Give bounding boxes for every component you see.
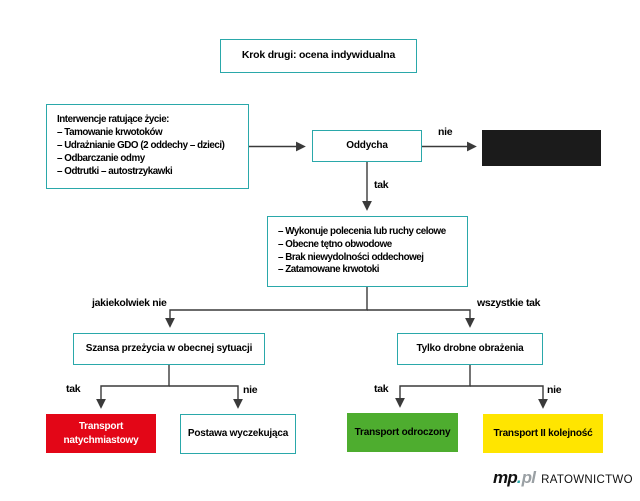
mp-pl-ratownictwo-logo: mp . pl RATOWNICTWO — [493, 468, 633, 488]
node-black-category — [482, 130, 601, 166]
edge-label-breathing-no: nie — [438, 126, 453, 138]
logo-brand-text: RATOWNICTWO — [541, 474, 633, 486]
edge-label-breathing-yes: tak — [374, 179, 389, 191]
node-minor-injuries-label: Tylko drobne obrażenia — [416, 343, 524, 355]
node-transport-delayed: Transport odroczony — [347, 413, 458, 452]
node-minor-injuries: Tylko drobne obrażenia — [397, 333, 543, 365]
node-step-two-label: Krok drugi: ocena indywidualna — [241, 49, 396, 62]
interventions-title: Interwencje ratujące życie: — [57, 114, 169, 126]
edge-label-survival-yes: tak — [66, 383, 81, 395]
criteria-item: – Zatamowane krwotoki — [278, 264, 380, 276]
node-step-two-title: Krok drugi: ocena indywidualna — [220, 39, 417, 73]
node-survival-chance-label: Szansa przeżycia w obecnej sytuacji — [85, 343, 253, 355]
node-transport-immediate: Transport natychmiastowy — [46, 414, 156, 453]
node-transport-second-priority-label: Transport II kolejność — [493, 427, 593, 439]
edge-label-minor-no: nie — [547, 384, 562, 396]
logo-pl-text: pl — [521, 468, 536, 487]
node-breathing: Oddycha — [312, 130, 422, 162]
logo-dot: . — [516, 468, 522, 487]
node-transport-second-priority: Transport II kolejność — [483, 414, 603, 453]
edge-label-any-no: jakiekolwiek nie — [92, 297, 167, 309]
interventions-item: – Odtrutki – autostrzykawki — [57, 165, 173, 177]
node-breathing-label: Oddycha — [346, 140, 388, 152]
interventions-item: – Udrażnianie GDO (2 oddechy – dzieci) — [57, 140, 225, 152]
criteria-item: – Brak niewydolności oddechowej — [278, 251, 424, 263]
edge-label-all-yes: wszystkie tak — [477, 297, 541, 309]
edge-label-survival-no: nie — [243, 384, 258, 396]
criteria-item: – Obecne tętno obwodowe — [278, 238, 392, 250]
node-life-saving-interventions: Interwencje ratujące życie: – Tamowanie … — [46, 104, 249, 189]
logo-mp-text: mp — [493, 468, 518, 487]
node-expectant-attitude: Postawa wyczekująca — [180, 414, 296, 454]
node-transport-delayed-label: Transport odroczony — [354, 426, 451, 438]
edge-label-minor-yes: tak — [374, 383, 389, 395]
interventions-item: – Tamowanie krwotoków — [57, 127, 163, 139]
interventions-item: – Odbarczanie odmy — [57, 152, 145, 164]
node-transport-immediate-label: Transport natychmiastowy — [63, 421, 139, 446]
node-assessment-criteria: – Wykonuje polecenia lub ruchy celowe – … — [267, 216, 468, 287]
node-survival-chance: Szansa przeżycia w obecnej sytuacji — [73, 333, 265, 365]
node-expectant-attitude-label: Postawa wyczekująca — [187, 428, 289, 440]
criteria-item: – Wykonuje polecenia lub ruchy celowe — [278, 225, 446, 237]
